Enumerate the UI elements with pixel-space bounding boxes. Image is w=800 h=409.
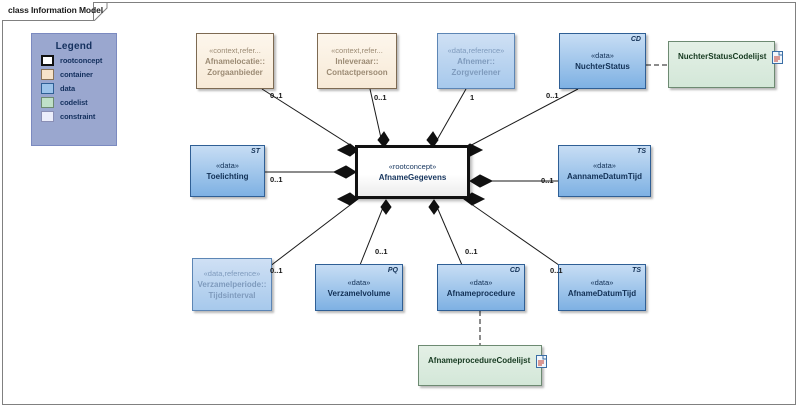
diamond-afnameprocedure bbox=[428, 199, 440, 215]
class-node-aannamedatumtijd[interactable]: TS «data» AannameDatumTijd bbox=[558, 145, 651, 197]
edge-afnameprocedure bbox=[433, 199, 463, 266]
edge-zorgverlener bbox=[432, 88, 467, 148]
diamond-tijdsinterval bbox=[336, 192, 359, 206]
stereotype-verzamelvolume: «data» bbox=[347, 277, 371, 287]
legend-label-rootconcept: rootconcept bbox=[60, 56, 103, 65]
stereotype-aannamedatumtijd: «data» bbox=[593, 161, 616, 170]
stereotype-afnamegegevens: «rootconcept» bbox=[388, 162, 437, 171]
legend-swatch-codelist bbox=[41, 97, 54, 108]
diamond-aannamedatumtijd bbox=[469, 174, 494, 188]
class-name-nuchterstatus: NuchterStatus bbox=[575, 62, 630, 71]
class-node-nuchterstatus[interactable]: CD «data» NuchterStatus bbox=[559, 33, 646, 89]
document-icon bbox=[536, 355, 548, 368]
legend-item-container: container bbox=[41, 69, 116, 80]
legend-item-data: data bbox=[41, 83, 116, 94]
mult-nuchterstatus: 0..1 bbox=[546, 91, 559, 100]
class-node-contactpersoon[interactable]: «context,refer... Inleveraar:: Contactpe… bbox=[317, 33, 397, 89]
type-tag-nuchterstatus: CD bbox=[630, 36, 641, 43]
legend-label-container: container bbox=[60, 70, 93, 79]
type-tag-afnamedatumtijd: TS bbox=[632, 267, 641, 274]
diamond-verzamelvolume bbox=[380, 199, 392, 215]
class-node-zorgaanbieder[interactable]: «context,refer... Afnamelocatie:: Zorgaa… bbox=[196, 33, 274, 89]
type-tag-afnameprocedure: CD bbox=[509, 267, 520, 274]
mult-tijdsinterval: 0..1 bbox=[270, 266, 283, 275]
stereotype-afnameprocedure: «data» bbox=[469, 277, 493, 287]
class-node-nuchterstatuscodelijst[interactable]: NuchterStatusCodelijst bbox=[668, 41, 784, 88]
class-name-tijdsinterval-line2: Tijdsinterval bbox=[208, 291, 256, 300]
edge-zorgaanbieder bbox=[261, 88, 359, 151]
legend-title: Legend bbox=[55, 41, 93, 52]
diamond-contactpersoon bbox=[377, 131, 390, 148]
class-name-nuchterstatuscodelijst: NuchterStatusCodelijst bbox=[678, 52, 767, 61]
mult-zorgverlener: 1 bbox=[470, 93, 475, 102]
class-node-verzamelvolume[interactable]: PQ «data» Verzamelvolume bbox=[315, 264, 403, 311]
diagram-frame bbox=[2, 2, 796, 405]
legend-label-data: data bbox=[60, 84, 76, 93]
class-name-tijdsinterval-line1: Verzamelperiode:: bbox=[197, 280, 267, 289]
edge-afnamedatumtijd bbox=[463, 198, 567, 271]
class-name-zorgaanbieder-line1: Afnamelocatie:: bbox=[204, 56, 265, 66]
type-tag-aannamedatumtijd: TS bbox=[637, 148, 646, 155]
class-name-contactpersoon-line1: Inleveraar:: bbox=[335, 56, 379, 66]
diamond-zorgaanbieder bbox=[336, 143, 359, 157]
diagram-title: class Information Model bbox=[8, 5, 103, 15]
diagram-frame-tab bbox=[2, 2, 94, 21]
diamond-toelichting bbox=[332, 165, 357, 179]
mult-zorgaanbieder: 0..1 bbox=[270, 91, 283, 100]
class-node-tijdsinterval[interactable]: «data,reference» Verzamelperiode:: Tijds… bbox=[192, 258, 272, 311]
legend-swatch-data bbox=[41, 83, 54, 94]
stereotype-tijdsinterval: «data,reference» bbox=[203, 269, 261, 278]
mult-contactpersoon: 0..1 bbox=[374, 93, 387, 102]
legend-item-rootconcept: rootconcept bbox=[41, 55, 116, 66]
edge-verzamelvolume bbox=[359, 199, 387, 266]
type-tag-verzamelvolume: PQ bbox=[387, 267, 398, 274]
class-node-zorgverlener[interactable]: «data,reference» Afnemer:: Zorgverlener bbox=[437, 33, 515, 89]
class-name-zorgverlener-line1: Afnemer:: bbox=[457, 56, 495, 66]
diagram-frame-tab-corner bbox=[94, 2, 108, 21]
document-icon bbox=[772, 51, 784, 64]
stereotype-zorgaanbieder: «context,refer... bbox=[209, 45, 261, 55]
legend-label-codelist: codelist bbox=[60, 98, 88, 107]
class-name-afnamedatumtijd: AfnameDatumTijd bbox=[567, 288, 637, 298]
class-name-aannamedatumtijd: AannameDatumTijd bbox=[567, 172, 642, 181]
mult-afnameprocedure: 0..1 bbox=[465, 247, 478, 256]
class-node-afnameprocedure[interactable]: CD «data» Afnameprocedure bbox=[437, 264, 525, 311]
class-name-toelichting: Toelichting bbox=[206, 172, 249, 181]
class-name-afnameprocedurecodelijst: AfnameprocedureCodelijst bbox=[428, 356, 531, 365]
legend-swatch-container bbox=[41, 69, 54, 80]
class-node-toelichting[interactable]: ST «data» Toelichting bbox=[190, 145, 265, 197]
stereotype-zorgverlener: «data,reference» bbox=[447, 45, 505, 55]
legend-panel: Legend rootconcept container data codeli… bbox=[31, 33, 117, 146]
type-tag-toelichting: ST bbox=[251, 148, 260, 155]
edge-nuchterstatus bbox=[461, 88, 579, 151]
mult-verzamelvolume: 0..1 bbox=[375, 247, 388, 256]
legend-swatch-constraint bbox=[41, 111, 54, 122]
mult-toelichting: 0..1 bbox=[270, 175, 283, 184]
mult-afnamedatumtijd: 0..1 bbox=[550, 266, 563, 275]
legend-item-constraint: constraint bbox=[41, 111, 116, 122]
class-node-afnamedatumtijd[interactable]: TS «data» AfnameDatumTijd bbox=[558, 264, 646, 311]
class-name-afnameprocedure: Afnameprocedure bbox=[446, 288, 516, 298]
stereotype-afnamedatumtijd: «data» bbox=[590, 277, 614, 287]
class-name-zorgaanbieder-line2: Zorgaanbieder bbox=[207, 67, 263, 77]
stereotype-nuchterstatus: «data» bbox=[591, 51, 614, 60]
legend-label-constraint: constraint bbox=[60, 112, 96, 121]
diamond-zorgverlener bbox=[426, 131, 439, 148]
legend-swatch-rootconcept bbox=[41, 55, 54, 66]
class-name-verzamelvolume: Verzamelvolume bbox=[327, 288, 391, 298]
class-node-afnamegegevens[interactable]: «rootconcept» AfnameGegevens bbox=[355, 145, 470, 199]
legend-item-codelist: codelist bbox=[41, 97, 116, 108]
stereotype-toelichting: «data» bbox=[216, 161, 239, 170]
class-name-afnamegegevens: AfnameGegevens bbox=[378, 173, 447, 182]
class-name-zorgverlener-line2: Zorgverlener bbox=[451, 67, 501, 77]
stereotype-contactpersoon: «context,refer... bbox=[331, 45, 383, 55]
class-node-afnameprocedurecodelijst[interactable]: AfnameprocedureCodelijst bbox=[418, 345, 548, 386]
mult-aannamedatumtijd: 0..1 bbox=[541, 176, 554, 185]
class-name-contactpersoon-line2: Contactpersoon bbox=[326, 67, 388, 77]
edge-tijdsinterval bbox=[264, 198, 359, 271]
